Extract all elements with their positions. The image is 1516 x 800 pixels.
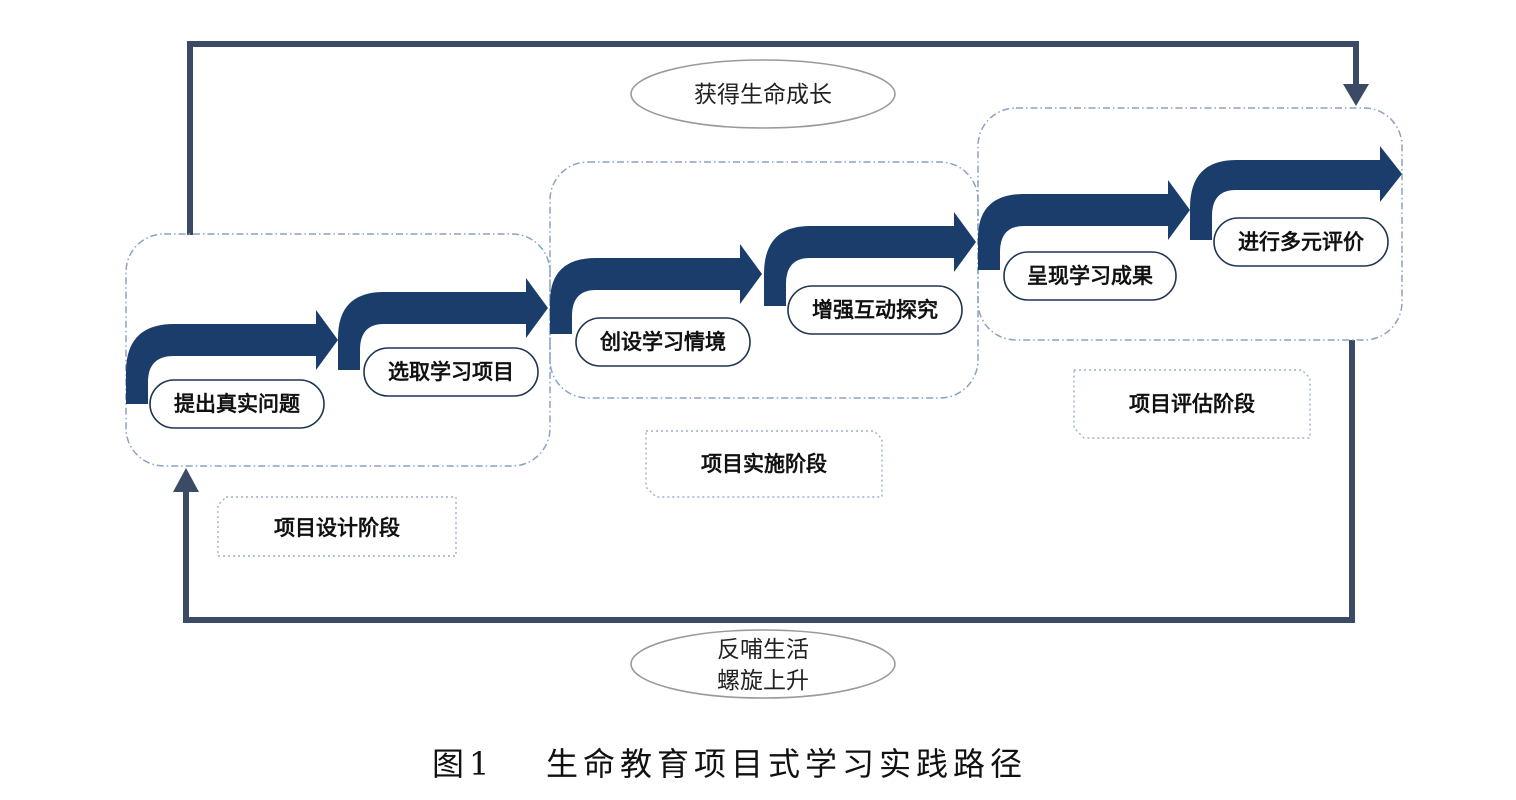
step-5-pill <box>1003 251 1177 301</box>
step-arrow-6 <box>1190 146 1402 240</box>
step-arrow-4 <box>764 212 976 306</box>
design-stage-label: 项目设计阶段 <box>217 496 457 557</box>
top-loop-arrowhead <box>1343 84 1369 106</box>
step-2: 选取学习项目 <box>363 347 539 397</box>
bottom-loop-line <box>183 340 1355 623</box>
step-4-label: 增强互动探究 <box>812 298 938 322</box>
top-loop-label: 获得生命成长 <box>630 59 896 129</box>
evaluation-stage-text: 项目评估阶段 <box>1129 392 1255 416</box>
step-1-label: 提出真实问题 <box>174 392 301 416</box>
step-3-pill <box>575 317 751 367</box>
step-5: 呈现学习成果 <box>1003 251 1177 301</box>
step-arrow-5 <box>978 180 1190 270</box>
top-loop-label-text: 获得生命成长 <box>694 82 832 108</box>
step-6: 进行多元评价 <box>1213 217 1389 267</box>
bottom-loop-label-line-1: 反哺生活 <box>717 637 809 663</box>
caption-label: 图1 <box>432 745 494 783</box>
bottom-loop-label-line-2: 螺旋上升 <box>717 668 809 694</box>
step-3: 创设学习情境 <box>575 317 751 367</box>
step-2-pill <box>363 347 539 397</box>
step-arrow-1 <box>126 310 338 404</box>
figure-caption: 图1 生命教育项目式学习实践路径 <box>432 745 1027 783</box>
implementation-stage-label: 项目实施阶段 <box>645 430 883 498</box>
step-6-pill <box>1213 217 1389 267</box>
implementation-stage-frame <box>549 161 979 399</box>
top-loop-oval <box>630 59 896 129</box>
step-2-label: 选取学习项目 <box>388 360 514 384</box>
evaluation-stage-box <box>1073 369 1311 439</box>
evaluation-stage-label: 项目评估阶段 <box>1073 369 1311 439</box>
step-3-label: 创设学习情境 <box>599 330 726 354</box>
step-4: 增强互动探究 <box>787 285 963 335</box>
step-1-pill <box>149 379 325 429</box>
step-arrow-3 <box>550 244 762 334</box>
design-stage-frame <box>125 233 551 467</box>
implementation-stage-text: 项目实施阶段 <box>701 452 827 476</box>
design-stage-box <box>217 496 457 557</box>
step-1: 提出真实问题 <box>149 379 325 429</box>
step-5-label: 呈现学习成果 <box>1027 264 1153 288</box>
step-4-pill <box>787 285 963 335</box>
evaluation-stage-frame <box>977 107 1403 341</box>
bottom-loop-arrowhead <box>173 468 199 492</box>
design-stage-text: 项目设计阶段 <box>274 516 400 540</box>
bottom-loop-oval <box>630 629 896 699</box>
step-arrows <box>126 146 1402 404</box>
implementation-stage-box <box>645 430 883 498</box>
step-arrow-2 <box>338 278 548 370</box>
top-loop-line <box>187 41 1359 235</box>
step-6-label: 进行多元评价 <box>1238 230 1365 254</box>
caption-title: 生命教育项目式学习实践路径 <box>546 745 1027 783</box>
bottom-loop-label: 反哺生活 螺旋上升 <box>630 629 896 699</box>
